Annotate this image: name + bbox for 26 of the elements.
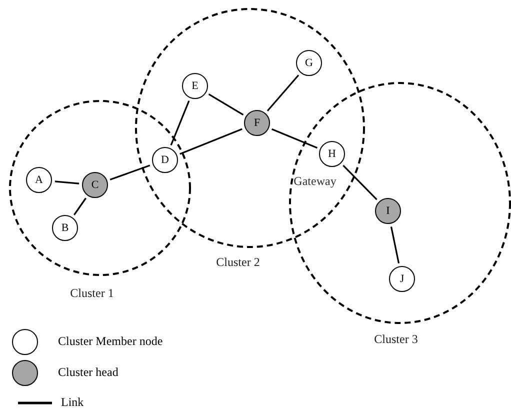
legend-label: Cluster Member node [58,334,163,349]
link-line [208,94,244,116]
cluster-head-node: F [244,110,270,136]
member-node: G [296,50,322,76]
link-line [170,100,190,146]
member-node: J [389,266,415,292]
cluster-label: Cluster 3 [374,332,418,347]
link-line [54,180,80,184]
link-line [342,164,378,200]
member-node: E [182,73,208,99]
member-node: D [152,147,178,173]
cluster-label: Cluster 1 [70,286,114,301]
member-node: H [319,141,345,167]
member-node: A [26,167,52,193]
link-line [74,198,86,216]
legend-label: Cluster head [58,365,118,380]
gateway-label: Gateway [294,174,336,189]
link-line [266,74,300,112]
link-line [271,128,318,149]
legend-label: Link [61,395,84,409]
cluster-head-node: I [375,198,401,224]
member-node: B [52,215,78,241]
cluster-head-node: C [82,172,108,198]
cluster-label: Cluster 2 [216,255,260,270]
link-line [180,128,242,155]
link-line [390,226,400,264]
